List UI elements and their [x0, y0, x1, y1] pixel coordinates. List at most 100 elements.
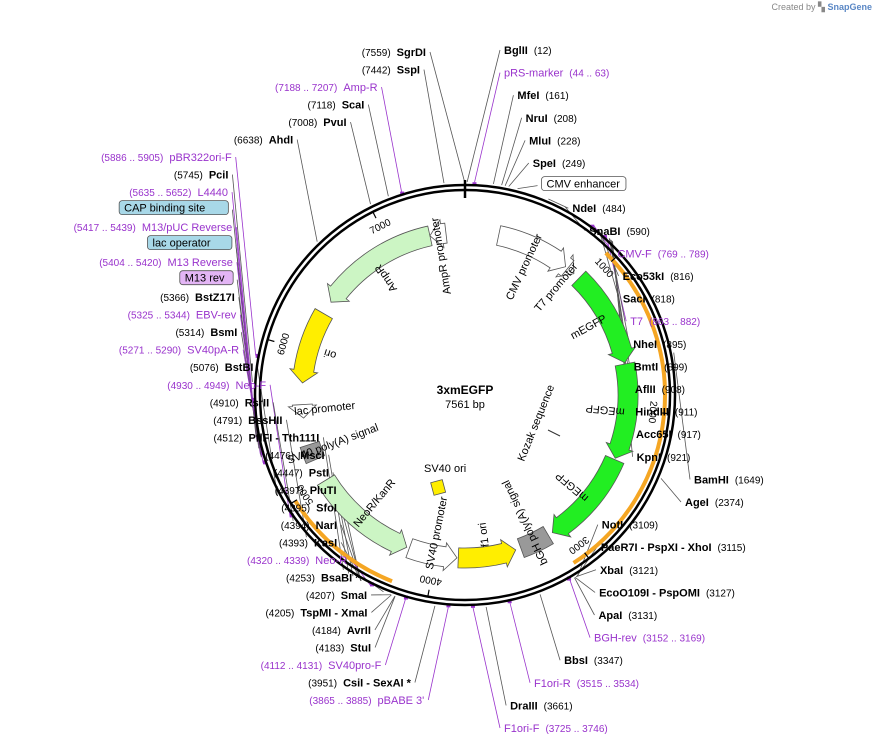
site-label-text: MfeI(161): [517, 90, 568, 102]
site-position: (908): [662, 385, 685, 396]
site-label-csii-sexai: (3951)CsiI - SexAI *: [308, 677, 411, 689]
site-name: SnaBI: [589, 226, 620, 238]
site-label-bglii: BglII(12): [504, 45, 552, 57]
leader-line: [508, 162, 530, 187]
site-position: (3515 .. 3534): [577, 679, 639, 690]
site-name: BsmI: [210, 327, 237, 339]
site-label-nrui: NruI(208): [526, 113, 577, 125]
site-name: SmaI: [341, 590, 367, 602]
feature-ampr: [326, 225, 433, 303]
site-name: StuI: [350, 642, 371, 654]
site-label-text: MluI(228): [529, 135, 580, 147]
site-name: BglII: [504, 45, 528, 57]
site-name: ApaI: [598, 610, 622, 622]
site-label-sgrdi: (7559)SgrDI: [362, 47, 426, 59]
site-label-avrii: (4184)AvrII: [312, 625, 371, 637]
site-label-text: (5404 .. 5420)M13 Reverse: [99, 257, 233, 269]
site-name: Eco53kI: [623, 271, 665, 283]
megfp-band: [572, 251, 667, 565]
site-label-noti: NotI(3109): [602, 520, 658, 532]
site-name: SfoI: [316, 502, 337, 514]
site-label-tspmi-xmai: (4205)TspMI - XmaI: [265, 607, 367, 619]
site-label-nari: (4394)NarI: [281, 520, 337, 532]
site-label-text: DraIII (3661): [510, 700, 572, 712]
site-position: (2374): [715, 498, 744, 509]
site-name: AvrII: [347, 625, 371, 637]
site-name: SacI: [623, 294, 646, 306]
site-position: (7188 .. 7207): [275, 83, 337, 94]
feature-label-ampr: AmpR: [373, 262, 400, 294]
site-name: KasI: [314, 537, 337, 549]
site-label-sv40pro-f: (4112 .. 4131)SV40pro-F: [261, 660, 382, 672]
site-label-sv40pa-r: (5271 .. 5290)SV40pA-R: [119, 345, 239, 357]
site-name: SV40pro-F: [328, 660, 381, 672]
site-label-pflfi-tth111i: (4512)PflFI - Tth111I: [214, 432, 320, 444]
site-label-text: (3865 .. 3885)pBABE 3': [309, 695, 424, 707]
site-name: PciI: [209, 170, 229, 182]
site-label-bstbi: (5076)BstBI: [190, 362, 254, 374]
site-label-bbsi: BbsI(3347): [564, 655, 623, 667]
site-label-cmv-f: CMV-F(769 .. 789): [617, 248, 708, 260]
site-label-text: BglII(12): [504, 45, 552, 57]
neor-band: [293, 499, 393, 584]
leader-line: [673, 352, 691, 480]
feature-label-ori: ori: [323, 346, 338, 361]
site-position: (4393): [279, 538, 308, 549]
site-name: pRS-marker: [504, 68, 564, 80]
site-label-agei: AgeI(2374): [685, 497, 744, 509]
site-name: PvuI: [323, 117, 346, 129]
feature-lac-promoter: [287, 403, 318, 419]
site-label-bstz17i: (5366)BstZ17I: [160, 292, 235, 304]
site-label-text: (5417 .. 5439)M13/pUC Reverse: [74, 222, 233, 234]
leader-line: [374, 595, 396, 631]
feature-neor-kanr: [316, 474, 408, 556]
site-name: PluTI: [310, 485, 337, 497]
site-name: Acc65I: [636, 429, 671, 441]
site-position: (590): [626, 227, 649, 238]
leader-line: [374, 596, 396, 648]
site-label-bmti: BmtI(899): [634, 361, 688, 373]
site-position: (3661): [544, 701, 573, 712]
sv40-ori: SV40 ori: [424, 463, 466, 496]
site-position: (3347): [594, 656, 623, 667]
site-position: (3131): [628, 611, 657, 622]
site-label-text: BamHI(1649): [694, 474, 764, 486]
site-name: MfeI: [517, 90, 539, 102]
site-label-text: (4395)SfoI: [281, 502, 337, 514]
site-label-text: EcoO109I - PspOMI(3127): [599, 587, 735, 599]
site-label-text: NdeI(484): [572, 203, 625, 215]
site-label-text: Acc65I(917): [636, 429, 701, 441]
site-label-pbabe-3: (3865 .. 3885)pBABE 3': [309, 695, 424, 707]
site-name: SpeI: [533, 158, 556, 170]
site-label-text: NruI(208): [526, 113, 577, 125]
site-name: AflII: [635, 384, 656, 396]
site-name: CsiI - SexAI *: [343, 677, 412, 689]
site-name: DraIII: [510, 700, 538, 712]
site-label-snabi: SnaBI (590): [589, 226, 650, 238]
watermark: Created by ▚ SnapGene: [772, 2, 873, 13]
site-position: (3109): [629, 521, 658, 532]
site-name: L4440: [197, 187, 228, 199]
kozak-marker: [547, 429, 561, 437]
site-label-saci: SacI(818): [623, 294, 675, 306]
feature-label-lac-promoter: lac promoter: [294, 400, 356, 418]
feature-sv40-promoter: [405, 538, 458, 572]
site-position: (4910): [210, 398, 239, 409]
leader-line: [474, 72, 501, 183]
leader-line: [235, 157, 257, 356]
site-label-bsmi: (5314)BsmI: [175, 327, 237, 339]
sv40-ori-box: [430, 479, 447, 496]
site-position: (228): [557, 136, 580, 147]
site-label-text: SnaBI (590): [589, 226, 650, 238]
leader-line: [427, 607, 449, 701]
site-label-bsshii: (4791)BssHII: [213, 415, 282, 427]
site-name: Neo-R: [315, 555, 347, 567]
site-label-rsrii: (4910)RsrII: [210, 397, 269, 409]
site-name: EcoO109I - PspOMI: [599, 587, 700, 599]
site-label-text: (5635 .. 5652)L4440: [129, 187, 228, 199]
site-position: (4207): [306, 591, 335, 602]
site-name: AhdI: [269, 135, 293, 147]
site-label-text: (4930 .. 4949)Neo-F: [167, 380, 266, 392]
site-label-text: AflII (908): [635, 384, 685, 396]
